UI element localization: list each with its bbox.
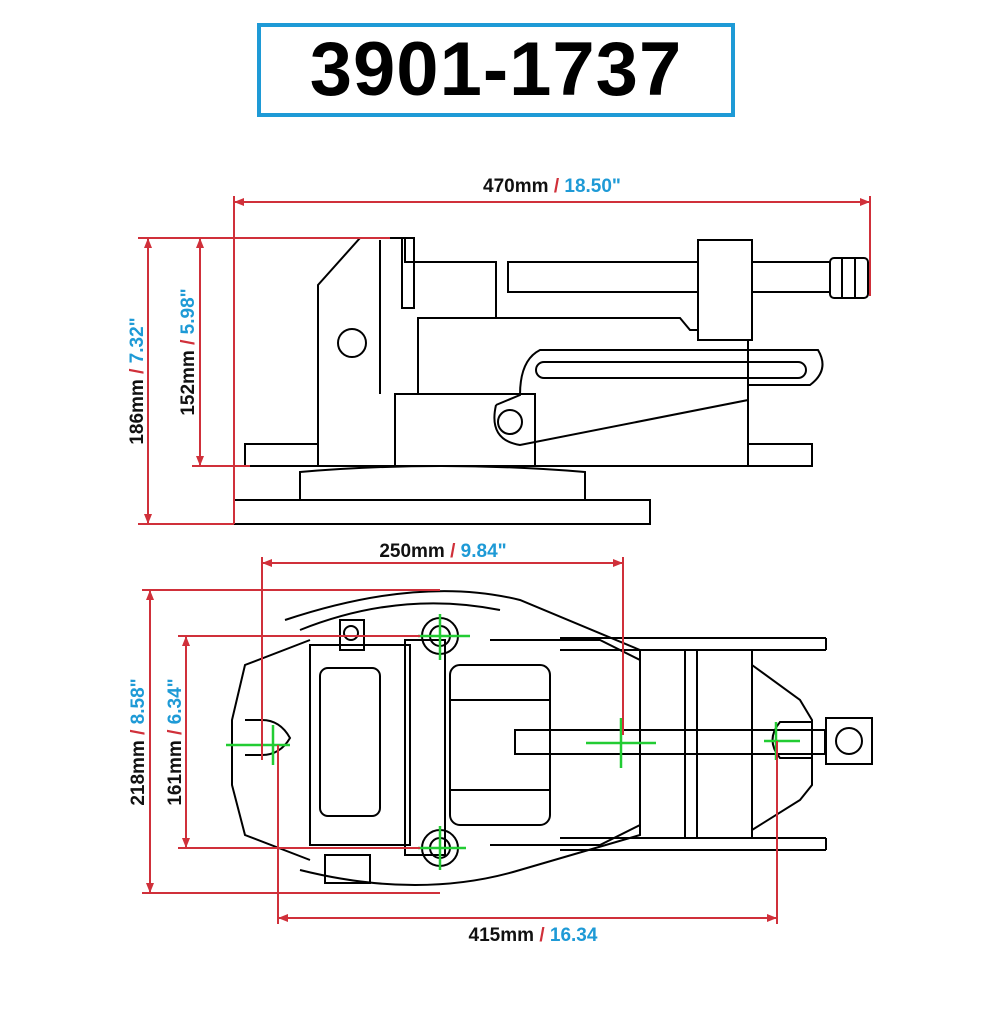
jaw-face — [319, 667, 381, 817]
rear-block — [697, 239, 753, 341]
lever-pivot — [497, 409, 523, 435]
dimension-lines — [138, 196, 871, 924]
pivot-hole — [337, 328, 367, 358]
base-plate — [233, 499, 651, 525]
dim-186-label: 186mm / 7.32" — [127, 317, 148, 444]
left-base — [231, 639, 311, 861]
arm-slot — [535, 361, 807, 379]
center-marks — [226, 614, 800, 870]
dim-218-label: 218mm / 8.58" — [128, 678, 149, 805]
dim-250-label: 250mm / 9.84" — [379, 541, 506, 562]
lever-arm — [493, 349, 824, 447]
swivel-disc — [299, 465, 586, 500]
right-base — [751, 664, 813, 831]
left-slot — [245, 719, 292, 756]
dim-470-label: 470mm / 18.50" — [483, 176, 621, 197]
arrowheads — [144, 198, 870, 922]
lead-screw-housing — [507, 261, 699, 293]
dim-161-label: 161mm / 6.34" — [165, 678, 186, 805]
jaw-plate — [401, 237, 415, 309]
body-block — [394, 393, 536, 467]
side-view-drawing — [233, 237, 869, 525]
movable-jaw-top — [449, 664, 551, 826]
fixed-jaw-top — [309, 644, 411, 846]
right-flange — [747, 443, 813, 467]
dim-152-label: 152mm / 5.98" — [178, 288, 199, 415]
handle-nut — [829, 257, 869, 299]
dim-415-label: 415mm / 16.34 — [469, 925, 598, 946]
small-hole — [343, 625, 359, 641]
rear-block-top — [696, 649, 753, 839]
handle-square — [825, 717, 873, 765]
model-number: 3901-1737 — [309, 27, 683, 112]
fixed-jaw-body — [317, 237, 497, 466]
title-box: 3901-1737 — [257, 23, 735, 117]
left-flange — [244, 443, 319, 467]
